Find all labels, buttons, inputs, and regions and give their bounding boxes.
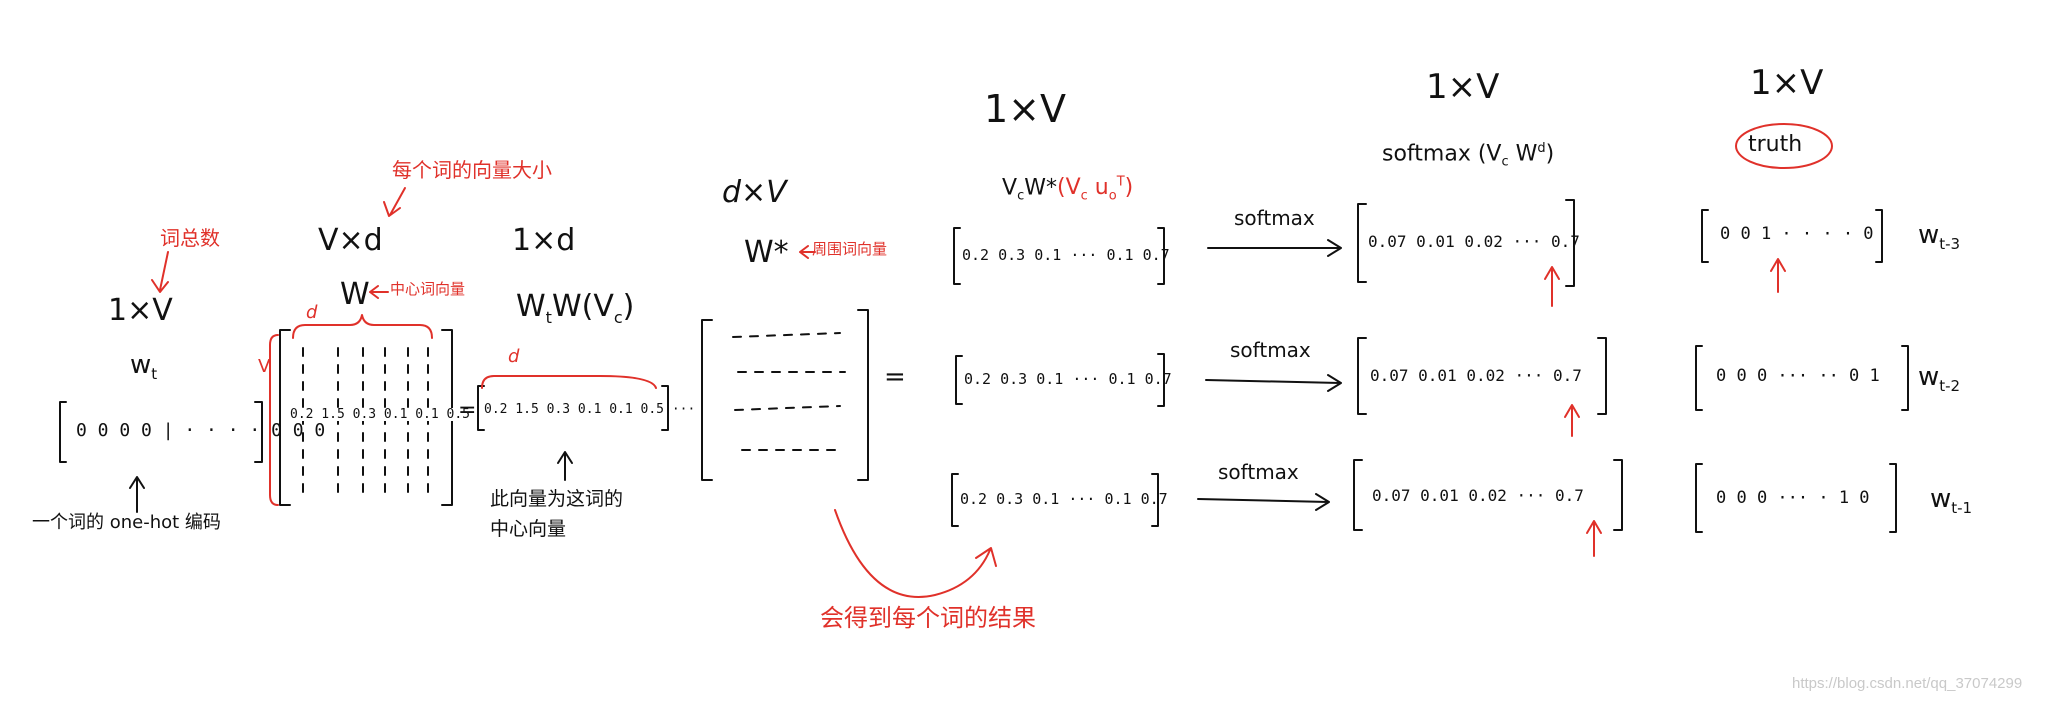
truth-vector: 0 0 0 ··· · 1 0: [1716, 488, 1870, 508]
score-row: 0.2 0.3 0.1 ··· 0.1 0.7: [960, 490, 1168, 508]
scores-header: VcW*(Vc uoT): [1002, 175, 1134, 204]
one-hot-up-arrow: [129, 476, 145, 513]
softmax-row: 0.07 0.01 0.02 ··· 0.7: [1368, 232, 1580, 251]
w-matrix-bracket-left: [279, 329, 291, 506]
w-dim-brace: [292, 314, 433, 339]
score-row-3: [951, 459, 1623, 557]
center-vector-shape: 1×d: [512, 223, 576, 258]
w-star-row: [734, 405, 841, 411]
softmax-header: softmax (Vc Wd): [1382, 141, 1555, 170]
center-vector-values: 0.2 1.5 0.3 0.1 0.1 0.5 ···: [484, 402, 696, 417]
w-dim-label: d: [306, 302, 318, 323]
center-vector-dim: d: [508, 346, 520, 367]
w-star-bracket-left: [701, 319, 713, 481]
vocab-arrow: [151, 251, 169, 293]
context-arrow: [799, 245, 816, 259]
watermark: https://blog.csdn.net/qq_37074299: [1792, 675, 2023, 692]
center-vector-caption-1: 此向量为这词的: [490, 488, 624, 510]
w-star-bracket-right: [857, 309, 869, 481]
softmax-row: 0.07 0.01 0.02 ··· 0.7: [1370, 366, 1582, 385]
softmax-row: 0.07 0.01 0.02 ··· 0.7: [1372, 486, 1584, 505]
scores-shape: 1×V: [984, 87, 1067, 131]
w-sample-row: 0.2 1.5 0.3 0.1 0.1 0.5: [290, 407, 471, 422]
context-vector-annotation: 周围词向量: [812, 240, 888, 258]
truth-row-2: [1695, 345, 1909, 411]
softmax-shape: 1×V: [1426, 67, 1500, 107]
score-row-1: [953, 199, 1575, 307]
softmax-arrow-label: softmax: [1234, 206, 1315, 230]
context-word-label: wt-1: [1930, 484, 1973, 518]
center-vector-bracket-right: [661, 385, 669, 431]
truth-shape: 1×V: [1750, 63, 1824, 103]
truth-row-1: [1701, 209, 1883, 293]
truth-row-3: [1695, 463, 1897, 533]
truth-vector: 0 0 1 · · · · 0: [1720, 224, 1874, 244]
w-row-brace: [269, 334, 279, 506]
score-row: 0.2 0.3 0.1 ··· 0.1 0.7: [964, 370, 1172, 388]
score-row-2: [955, 337, 1607, 437]
context-word-label: wt-2: [1918, 362, 1961, 396]
size-arrow: [383, 187, 406, 217]
truth-vector: 0 0 0 ··· ·· 0 1: [1716, 366, 1880, 386]
center-vector-expr: WtW(Vc): [516, 289, 635, 327]
w-star-equals: =: [884, 362, 906, 392]
softmax-arrow-label: softmax: [1230, 338, 1311, 362]
w-star-row: [732, 332, 841, 338]
w-row-label: V: [258, 356, 271, 377]
center-arrow: [369, 285, 389, 299]
result-annotation: 会得到每个词的结果: [820, 604, 1036, 632]
center-vector-bracket-left: [477, 385, 485, 431]
w-star-shape: d×V: [722, 175, 787, 210]
softmax-arrow-label: softmax: [1218, 460, 1299, 484]
w-matrix-shape: V×d: [318, 223, 383, 258]
center-vector-brace: [481, 375, 657, 389]
context-word-label: wt-3: [1918, 220, 1961, 254]
w-star-name: W*: [744, 235, 789, 270]
result-arrow: [834, 509, 997, 598]
one-hot-bracket-right: [254, 401, 263, 463]
matmul-equals: =: [458, 398, 477, 423]
truth-circle: [1735, 123, 1833, 169]
one-hot-bracket-left: [59, 401, 67, 463]
truth-label: truth: [1748, 132, 1803, 157]
center-vector-caption-2: 中心向量: [490, 518, 567, 540]
w-matrix-name: W: [340, 277, 370, 312]
center-vector-up-arrow: [557, 451, 573, 481]
one-hot-vector: 0 0 0 0 | · · · · 0 0 0: [76, 420, 326, 441]
one-hot-shape: 1×V: [108, 293, 173, 328]
one-hot-caption: 一个词的 one-hot 编码: [32, 512, 221, 533]
vocab-size-annotation: 词总数: [160, 226, 220, 250]
score-row: 0.2 0.3 0.1 ··· 0.1 0.7: [962, 246, 1170, 264]
vector-size-annotation: 每个词的向量大小: [392, 158, 552, 182]
center-vector-annotation: 中心词向量: [390, 280, 466, 298]
input-word-label: wt: [130, 350, 158, 384]
